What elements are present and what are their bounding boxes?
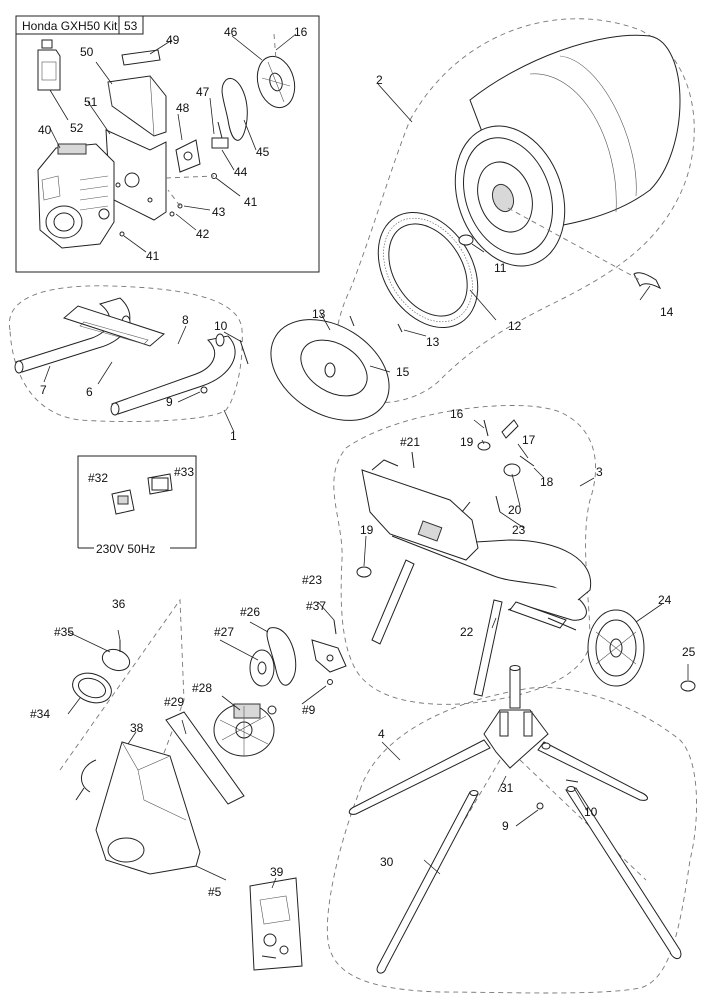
callout-34: #34 <box>30 707 50 721</box>
callout-28: #28 <box>192 681 212 695</box>
engine-cover-part <box>107 75 167 137</box>
callout-46: 46 <box>224 25 238 39</box>
callout-1: 1 <box>230 429 237 443</box>
screw-41b <box>119 231 125 237</box>
callout-20: 20 <box>508 503 522 517</box>
callout-9-stand: 9 <box>502 819 509 833</box>
callout-32: #32 <box>88 471 108 485</box>
callout-47: 47 <box>196 85 210 99</box>
callout-21: #21 <box>400 435 420 449</box>
callout-33: #33 <box>174 465 194 479</box>
callout-16-kit: 16 <box>294 25 308 39</box>
engine-part <box>37 143 115 249</box>
coupling-part <box>211 121 229 149</box>
kit-title: Honda GXH50 Kit <box>22 19 118 33</box>
callout-44: 44 <box>234 165 248 179</box>
callout-30: 30 <box>380 855 394 869</box>
callout-9-handle: 9 <box>166 395 173 409</box>
honda-kit-group: Honda GXH50 Kit 53 <box>15 15 320 273</box>
callout-25: 25 <box>682 645 696 659</box>
switch-cover-part <box>147 473 173 495</box>
callout-52: 52 <box>70 121 84 135</box>
callout-45: 45 <box>256 145 270 159</box>
motor-panel-part <box>165 711 245 805</box>
callout-9-motor: #9 <box>302 703 316 717</box>
handle-assembly-boundary <box>8 285 243 422</box>
callout-41-lower: 41 <box>146 249 160 263</box>
handle-assembly-group: 7 6 8 10 9 1 <box>8 285 249 443</box>
label-sticker-part <box>121 49 161 66</box>
callout-14: 14 <box>660 305 674 319</box>
callout-13-left: 13 <box>312 307 326 321</box>
mounting-bracket-part <box>105 129 167 221</box>
callout-42: 42 <box>196 227 210 241</box>
callout-37: #37 <box>306 599 326 613</box>
callout-38: 38 <box>130 721 144 735</box>
gasket-part <box>175 139 201 173</box>
pulley-part <box>256 55 296 109</box>
motor-housing-part <box>75 741 201 875</box>
callout-36: 36 <box>112 597 126 611</box>
motor-assembly-group: #23 #37 #26 #27 #28 #29 #9 36 #35 #34 38… <box>30 573 347 971</box>
callout-3: 3 <box>596 465 603 479</box>
belt-part <box>221 77 248 141</box>
callout-8: 8 <box>182 313 189 327</box>
leg-hub-part <box>483 665 549 769</box>
electric-motor-part <box>213 703 277 757</box>
kit-page-box <box>118 15 144 35</box>
callout-43: 43 <box>212 205 226 219</box>
callout-10-handle: 10 <box>214 319 228 333</box>
callout-22: 22 <box>460 625 474 639</box>
callout-29: #29 <box>164 695 184 709</box>
callout-51: 51 <box>84 95 98 109</box>
callout-27: #27 <box>214 625 234 639</box>
callout-19-frame-bottom: 19 <box>360 523 374 537</box>
callout-7: 7 <box>40 383 47 397</box>
electric-box-border <box>77 455 197 549</box>
callout-19-frame-top: 19 <box>460 435 474 449</box>
callout-16-frame: 16 <box>450 407 464 421</box>
oil-bottle-part <box>37 39 61 91</box>
callout-31: 31 <box>500 781 514 795</box>
callout-35: #35 <box>54 625 74 639</box>
stand-assembly-group: 4 31 30 9 10 <box>326 665 698 994</box>
callout-5: #5 <box>208 885 222 899</box>
callout-11: 11 <box>494 261 507 275</box>
kit-box-border <box>15 15 320 273</box>
callout-24: 24 <box>658 593 672 607</box>
callout-23-motor: #23 <box>302 573 322 587</box>
callout-39: 39 <box>270 865 284 879</box>
callout-10-stand: 10 <box>584 805 598 819</box>
screw-43 <box>177 203 183 209</box>
callout-26: #26 <box>240 605 260 619</box>
callout-40: 40 <box>38 123 52 137</box>
kit-page-number: 53 <box>124 19 138 33</box>
callout-12: 12 <box>508 319 522 333</box>
callout-4: 4 <box>378 727 385 741</box>
callout-2: 2 <box>376 73 383 87</box>
decal-sheet-part <box>249 877 303 971</box>
drum-assembly-boundary <box>334 18 695 403</box>
callout-23-frame: 23 <box>512 523 526 537</box>
callout-18: 18 <box>540 475 554 489</box>
callout-6: 6 <box>86 385 93 399</box>
drum-assembly-group: 2 11 12 13 13 14 15 <box>270 18 695 421</box>
washer-42 <box>169 211 175 217</box>
callout-41-upper: 41 <box>244 195 258 209</box>
callout-13-right: 13 <box>426 335 440 349</box>
callout-15: 15 <box>396 365 410 379</box>
frame-assembly-group: 16 19 17 18 20 23 #21 19 22 24 25 3 <box>333 405 696 705</box>
callout-48: 48 <box>176 101 190 115</box>
electric-voltage-label: 230V 50Hz <box>96 542 155 556</box>
callout-50: 50 <box>80 45 94 59</box>
electric-switch-group: 230V 50Hz #32 #33 <box>77 455 197 556</box>
callout-17: 17 <box>522 433 536 447</box>
callout-49: 49 <box>166 33 180 47</box>
